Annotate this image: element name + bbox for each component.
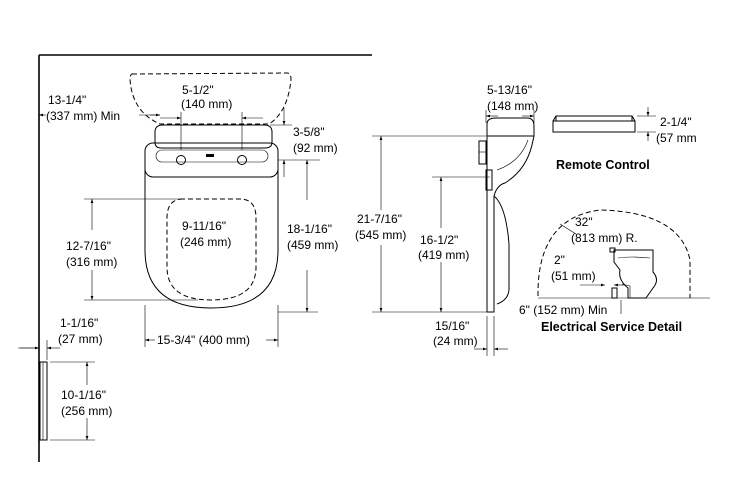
dim-hole-spacing: 5-1/2" (140 mm) (181, 83, 232, 111)
bowl-opening (166, 198, 257, 301)
mounting-hole-left (176, 155, 186, 165)
electrical-service-title: Electrical Service Detail (541, 320, 682, 334)
top-view: 5-1/2" (140 mm) 13-1/4" (337 mm) Min 3-5… (39, 72, 338, 347)
dim-outlet-radius: 32" (813 mm) R. (571, 215, 638, 245)
dim-seat-width: 15-3/4" (400 mm) (157, 333, 250, 347)
wall-bracket (39, 361, 48, 441)
dim-top-depth: 5-13/16" (148 mm) (487, 83, 538, 113)
hinge-plate (154, 124, 273, 149)
seat-outline (144, 170, 279, 309)
toilet-silhouette (613, 249, 657, 299)
dim-opening-width: 9-11/16" (246 mm) (180, 219, 231, 249)
dim-mount-thickness: 1-1/16" (27 mm) (58, 316, 103, 346)
dim-bracket-depth: 3-5/8" (92 mm) (293, 125, 338, 155)
dim-mount-height: 10-1/16" (256 mm) (61, 388, 112, 418)
dim-opening-length: 12-7/16" (316 mm) (66, 239, 117, 269)
dim-seat-length: 18-1/16" (459 mm) (287, 222, 338, 252)
dim-wall-offset: 13-1/4" (337 mm) Min (46, 93, 120, 123)
dim-bottom: 15/16" (24 mm) (433, 319, 478, 348)
remote-control-outline (552, 115, 636, 133)
dim-lower-height: 16-1/2" (419 mm) (418, 233, 469, 262)
side-bracket (478, 140, 487, 165)
side-view: 5-13/16" (148 mm) 21-7/16" (545 mm) 16-1… (355, 83, 538, 356)
seat-cap (486, 117, 535, 137)
remote-control-view: 2-1/4" (57 mm Remote Control (552, 107, 697, 172)
wall-mount-view: 1-1/16" (27 mm) 10-1/16" (256 mm) (18, 316, 112, 441)
remote-control-title: Remote Control (556, 158, 650, 172)
wall-outline (38, 54, 372, 462)
outlet-radius-arc (537, 209, 691, 298)
mounting-hole-right (237, 155, 247, 165)
dim-outlet-offset: 2" (51 mm) (551, 253, 596, 283)
electrical-service-detail: 2" (51 mm) 32" (813 mm) R. 6" (152 mm) M… (519, 209, 710, 334)
tank-outline (129, 72, 292, 125)
dim-total-height: 21-7/16" (545 mm) (355, 212, 406, 242)
electrical-outlet (611, 287, 618, 299)
seat-profile (486, 135, 535, 313)
dim-outlet-height: 6" (152 mm) Min (519, 303, 607, 317)
dim-remote-height: 2-1/4" (57 mm (656, 115, 697, 145)
